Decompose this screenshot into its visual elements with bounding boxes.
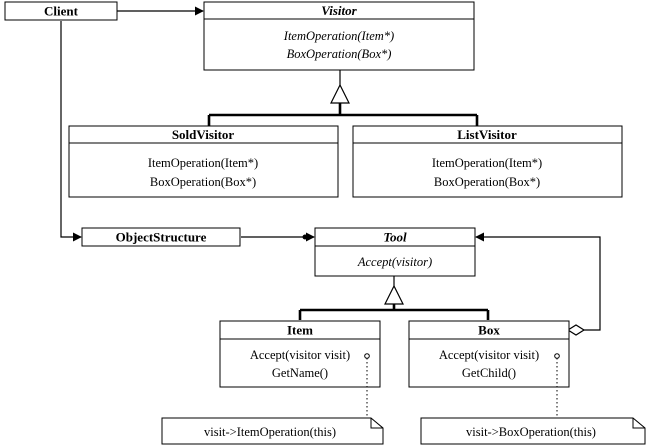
visitor-title: Visitor	[321, 3, 357, 18]
box-class[interactable]: Box Accept(visitor visit) GetChild()	[408, 320, 570, 388]
listvisitor-title: ListVisitor	[457, 127, 517, 142]
item-op-getname: GetName()	[272, 366, 328, 380]
tool-op-accept: Accept(visitor)	[357, 255, 432, 269]
visitor-op-box: BoxOperation(Box*)	[287, 47, 392, 61]
item-op-accept: Accept(visitor visit)	[250, 348, 350, 362]
soldvisitor-op-item: ItemOperation(Item*)	[148, 156, 258, 170]
soldvisitor-op-box: BoxOperation(Box*)	[150, 175, 256, 189]
listvisitor-op-item: ItemOperation(Item*)	[432, 156, 542, 170]
soldvisitor-class[interactable]: SoldVisitor ItemOperation(Item*) BoxOper…	[68, 125, 339, 198]
box-title: Box	[478, 323, 500, 338]
client-objectstructure-association	[60, 21, 82, 242]
visitor-inheritance	[207, 70, 479, 126]
soldvisitor-title: SoldVisitor	[172, 127, 235, 142]
visitor-class[interactable]: Visitor ItemOperation(Item*) BoxOperatio…	[203, 1, 475, 71]
inheritance-triangle	[384, 284, 404, 305]
objectstructure-class[interactable]: ObjectStructure	[81, 227, 241, 247]
visitor-op-item: ItemOperation(Item*)	[283, 29, 394, 43]
tool-inheritance	[298, 276, 490, 320]
box-note-link	[554, 353, 560, 418]
association-dot	[302, 234, 308, 240]
aggregation-diamond	[566, 324, 586, 336]
tool-class[interactable]: Tool Accept(visitor)	[314, 227, 476, 277]
box-op-getchild: GetChild()	[462, 366, 516, 380]
inheritance-triangle	[330, 83, 350, 104]
item-title: Item	[287, 323, 313, 338]
listvisitor-class[interactable]: ListVisitor ItemOperation(Item*) BoxOper…	[352, 125, 623, 198]
client-label: Client	[44, 4, 79, 19]
item-note[interactable]: visit->ItemOperation(this)	[161, 417, 384, 445]
item-note-text: visit->ItemOperation(this)	[204, 425, 336, 439]
box-op-accept: Accept(visitor visit)	[439, 348, 539, 362]
tool-title: Tool	[383, 230, 407, 245]
objectstructure-label: ObjectStructure	[116, 230, 207, 245]
listvisitor-op-box: BoxOperation(Box*)	[434, 175, 540, 189]
client-class[interactable]: Client	[4, 1, 118, 21]
item-class[interactable]: Item Accept(visitor visit) GetName()	[219, 320, 381, 388]
box-note[interactable]: visit->BoxOperation(this)	[420, 417, 646, 445]
box-note-text: visit->BoxOperation(this)	[466, 425, 596, 439]
box-tool-aggregation	[475, 232, 601, 336]
item-note-link	[364, 353, 370, 418]
